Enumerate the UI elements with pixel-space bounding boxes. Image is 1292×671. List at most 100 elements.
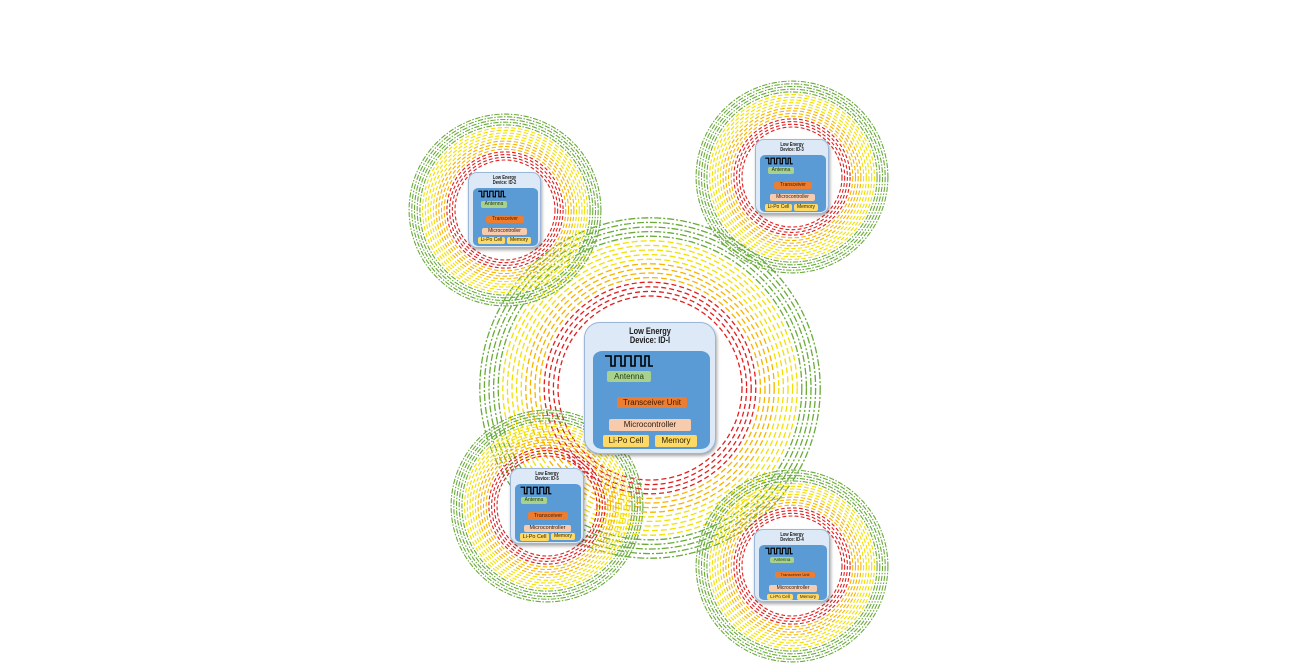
signal-ring [709,94,875,260]
signal-ring [474,433,620,579]
signal-ring [438,143,572,277]
transceiver-label: Transceiver [774,182,812,189]
microcontroller-label: Microcontroller [482,228,527,235]
signal-ring [719,493,865,639]
signal-ring [738,123,846,231]
signal-ring [479,217,821,559]
device-title: Low Energy Device: ID-4 [762,532,823,544]
signal-ring [714,99,870,255]
microcontroller-label: Microcontroller [609,419,691,431]
device-top-left: Low Energy Device: ID-2 Antenna Transcei… [468,172,541,248]
device-main: Low Energy Device: ID-I Antenna Transcei… [584,322,716,454]
signal-ring [493,452,601,560]
signal-ring [497,235,803,541]
signal-ring [725,110,859,244]
signal-ring [449,154,561,266]
signal-ring [706,91,878,263]
antenna-wave-icon [605,355,653,367]
device-title-line2: Device: ID-5 [535,476,559,483]
device-bottom-right: Low Energy Device: ID-4 Antenna Transcei… [754,529,830,602]
lipo-cell-label: Li-Po Cell [478,237,505,244]
transceiver-label: Transceiver [528,512,568,520]
signal-ring [520,258,780,518]
signal-ring [488,226,812,550]
signal-ring [703,88,881,266]
antenna-wave-icon [765,157,793,165]
device-title-line1: Low Energy [780,532,804,538]
microcontroller-label: Microcontroller [769,585,817,592]
signal-ring [502,240,798,536]
transceiver-label: Transceiver Unit [775,572,815,578]
signal-ring [727,112,857,242]
signal-ring [408,113,602,307]
signal-ring [413,118,597,302]
device-title-line1: Low Energy [629,326,671,336]
device-title-line1: Low Energy [535,471,559,477]
signal-ring [432,137,578,283]
memory-label: Memory [794,204,818,211]
signal-ring [736,121,848,233]
microcontroller-label: Microcontroller [770,194,815,201]
signal-ring [422,127,588,293]
signal-ring [722,107,862,247]
signal-ring [435,140,575,280]
signal-ring [458,417,636,595]
signal-ring [419,124,591,296]
signal-ring [455,414,639,598]
signal-ring [464,423,630,589]
signal-ring [695,80,889,274]
device-title-line2: Device: ID-3 [780,147,804,154]
signal-ring [451,156,559,264]
antenna-wave-icon [520,486,552,495]
antenna-label: Antenna [768,167,794,174]
signal-ring [700,85,884,269]
signal-ring [472,431,622,581]
antenna-label: Antenna [521,497,547,504]
signal-ring [440,145,570,275]
signal-ring [722,496,862,636]
signal-ring [529,267,771,509]
antenna-label: Antenna [770,557,794,563]
signal-ring [525,263,775,513]
signal-ring [700,474,884,658]
signal-ring [717,102,867,252]
transceiver-label: Transceiver [486,216,524,223]
signal-ring [483,221,817,555]
signal-ring [736,510,848,622]
signal-ring [741,515,843,617]
signal-ring [430,135,580,285]
signal-ring [515,253,785,523]
signal-ring [733,507,851,625]
device-top-right: Low Energy Device: ID-3 Antenna Transcei… [755,139,829,214]
signal-ring [552,290,748,486]
signal-ring [492,230,808,546]
signal-ring [538,276,762,500]
device-title-line2: Device: ID-I [629,335,671,346]
signal-ring [695,469,889,663]
signal-ring [453,412,641,600]
lipo-cell-label: Li-Po Cell [767,594,793,600]
signal-ring [730,504,854,628]
signal-ring [727,501,857,631]
signal-ring [424,129,586,291]
antenna-label: Antenna [607,371,651,382]
signal-ring [534,272,766,504]
device-title-line2: Device: ID-4 [780,537,804,544]
signal-ring [454,159,556,261]
signal-ring [711,96,873,258]
device-title: Low Energy Device: ID-5 [517,471,576,483]
memory-label: Memory [551,533,575,540]
signal-ring [416,121,594,299]
signal-ring [469,428,625,584]
signal-ring [488,447,606,565]
signal-ring [709,483,875,649]
signal-ring [466,425,628,587]
lipo-cell-label: Li-Po Cell [765,204,792,211]
device-title: Low Energy Device: ID-3 [762,142,821,154]
memory-label: Memory [655,435,697,447]
signal-ring [443,148,567,272]
memory-label: Memory [797,594,819,600]
signal-ring [411,116,599,304]
signal-ring [725,499,859,633]
